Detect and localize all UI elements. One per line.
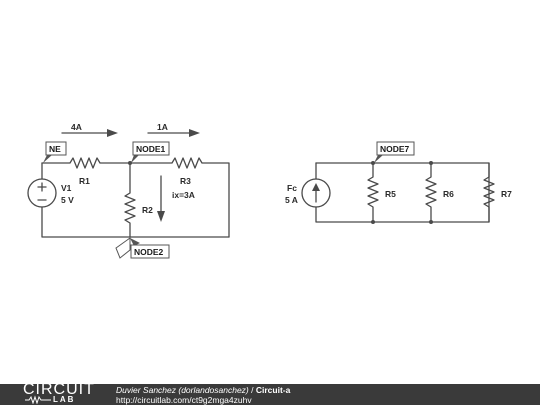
logo-waveform-icon [25,395,51,404]
node-label-node2: NODE2 [134,247,164,257]
resistor-r5 [367,162,379,223]
resistor-r3 [129,157,230,238]
circuit-url[interactable]: http://circuitlab.com/ct9g2mga4zuhv [116,395,252,405]
current-label-1a: 1A [157,122,168,132]
current-arrow-1a [147,129,200,137]
resistor-r7 [483,162,495,223]
r3-label: R3 [180,176,191,186]
right-loop-wire [315,162,490,223]
author-name[interactable]: Duvier Sanchez (dorlandosanchez) [116,385,249,395]
node-tag-ne [42,141,67,163]
footer-bar [0,384,540,405]
circuitlab-logo[interactable]: CIRCUIT [23,381,95,398]
fc-value: 5 A [285,195,298,205]
r7-label: R7 [501,189,512,199]
node-label-ne: NE [49,144,61,154]
r6-label: R6 [443,189,454,199]
node-tag-node2 [115,237,170,259]
node-label-node1: NODE1 [136,144,166,154]
r2-label: R2 [142,205,153,215]
junction-dot [371,161,375,165]
junction-dot [429,220,433,224]
current-arrow-ix [157,175,165,222]
r1-label: R1 [79,176,90,186]
circuit-title[interactable]: Circuit-a [255,385,291,395]
fc-label: Fc [287,183,297,193]
circuitlab-logo-sub: LAB [53,395,76,404]
current-arrow-4a [61,129,118,137]
node-tag-node1 [131,141,170,163]
node-tag-node7 [374,141,415,163]
junction-dot [371,220,375,224]
current-source-fc [301,178,331,208]
resistor-r2 [124,162,136,238]
current-label-4a: 4A [71,122,82,132]
credit-separator: / [248,385,256,395]
resistor-r6 [425,162,437,223]
junction-dot [429,161,433,165]
r5-label: R5 [385,189,396,199]
bottom-wire [41,206,230,238]
junction-dot [128,161,132,165]
credit-line: Duvier Sanchez (dorlandosanchez) / Circu… [116,385,290,395]
resistor-r1 [41,157,131,169]
voltage-source-v1 [27,178,57,208]
v1-value: 5 V [61,195,74,205]
node-label-node7: NODE7 [380,144,410,154]
v1-label: V1 [61,183,72,193]
ix-label: ix=3A [172,190,195,200]
